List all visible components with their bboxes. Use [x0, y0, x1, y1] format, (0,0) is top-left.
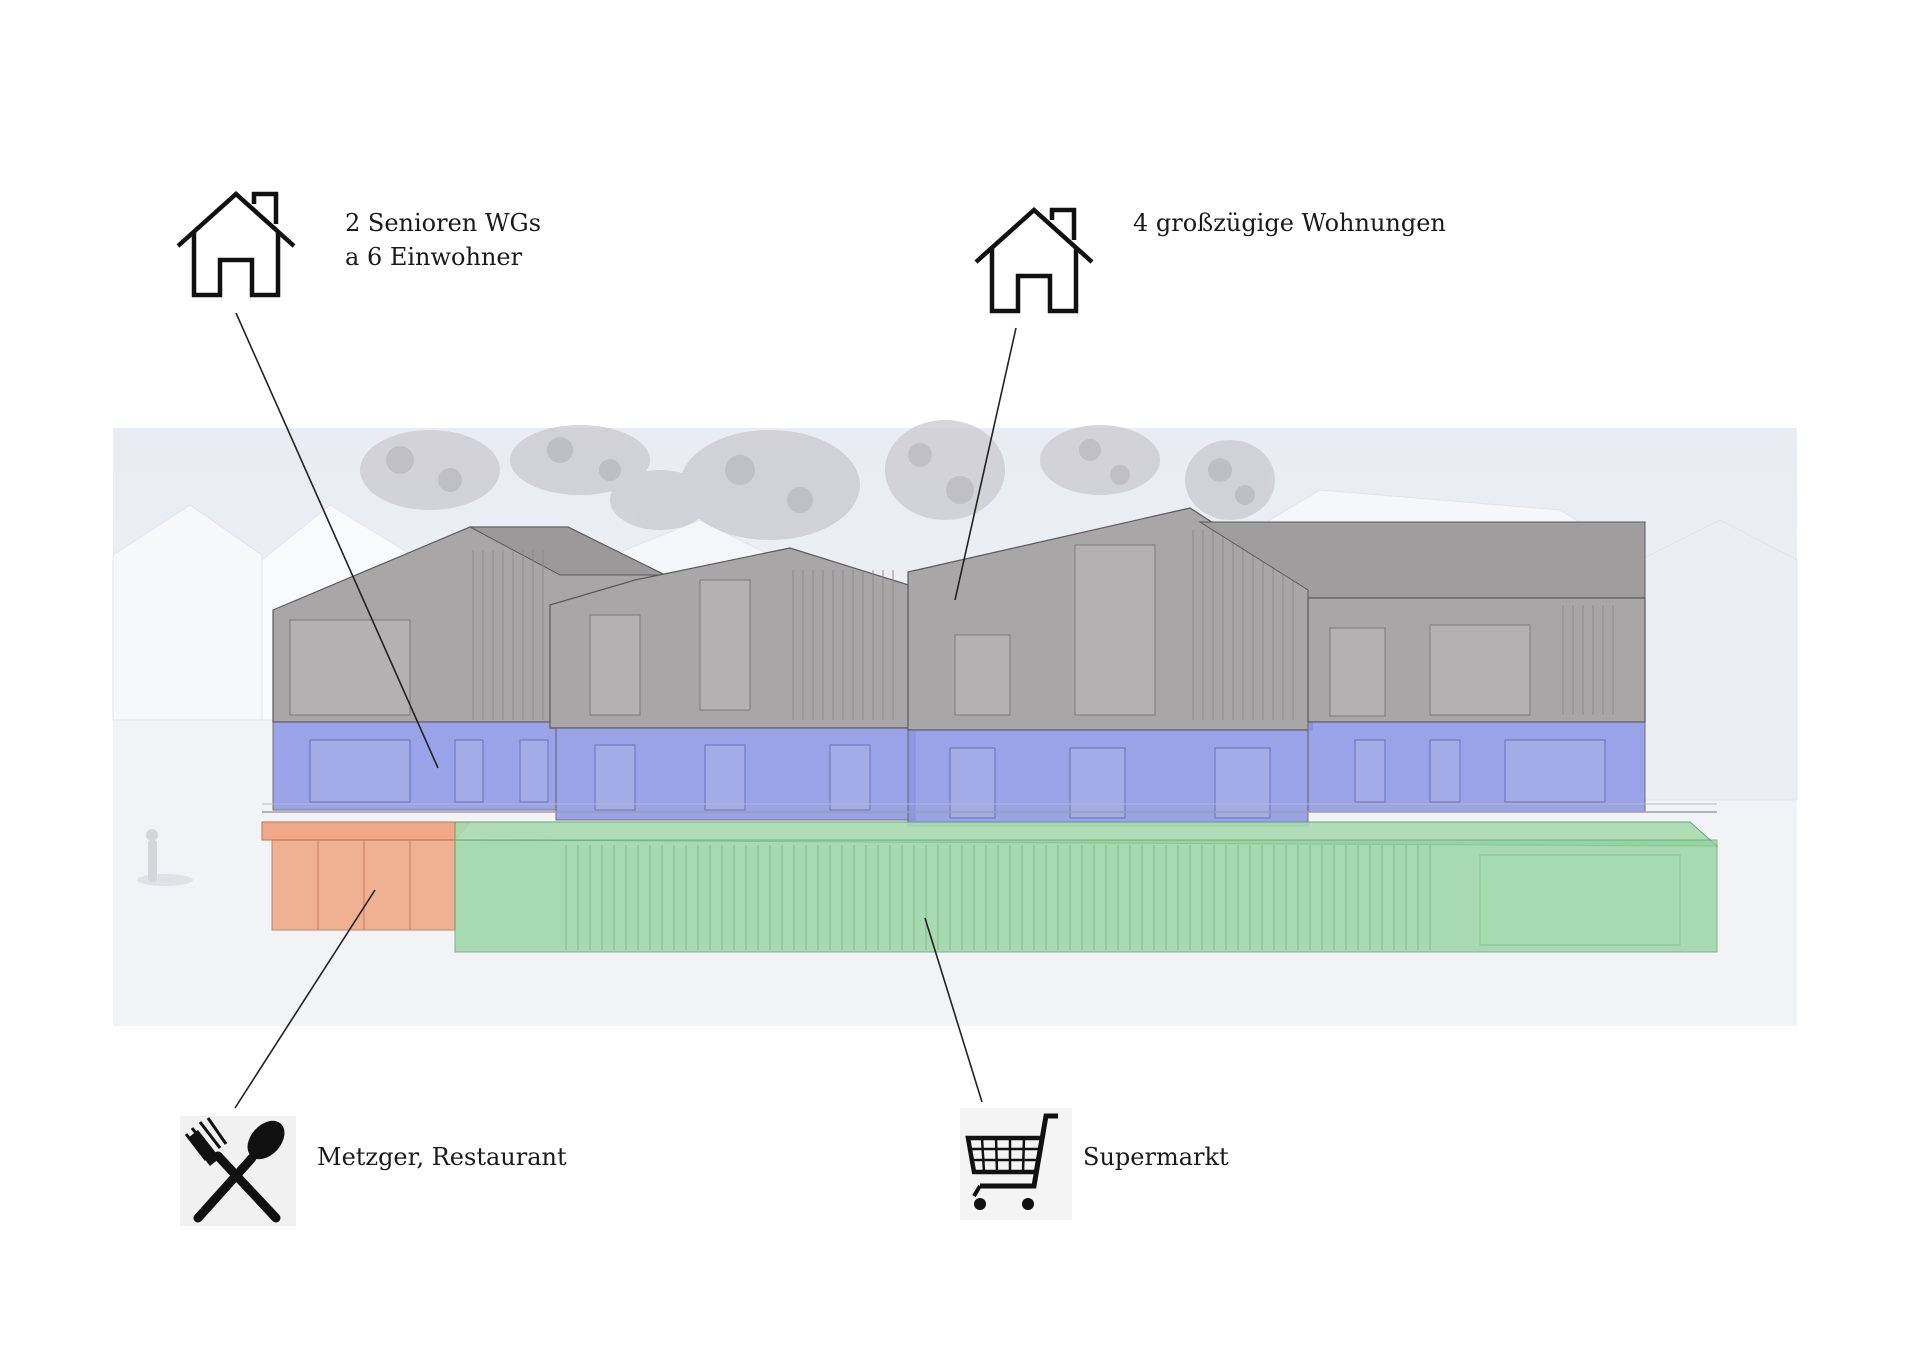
label-supermarkt: Supermarkt	[1083, 1140, 1229, 1174]
label-wohnungen-text: 4 großzügige Wohnungen	[1133, 209, 1446, 237]
leader-line-senioren	[235, 312, 439, 769]
building-section-4	[1198, 521, 1646, 813]
building-section-2	[549, 547, 916, 821]
label-metzger-restaurant: Metzger, Restaurant	[317, 1140, 567, 1174]
label-senioren-wgs: 2 Senioren WGs a 6 Einwohner	[345, 206, 541, 274]
label-metzger-text: Metzger, Restaurant	[317, 1143, 567, 1171]
label-senioren-line-1: 2 Senioren WGs	[345, 209, 542, 237]
leader-line-metzger	[234, 889, 376, 1109]
shopping-cart-icon	[960, 1108, 1072, 1220]
house-icon	[974, 206, 1094, 314]
house-icon	[176, 190, 296, 298]
fork-spoon-icon	[180, 1116, 296, 1226]
supermarket-block	[454, 821, 1719, 953]
label-senioren-line-2: a 6 Einwohner	[345, 243, 523, 271]
label-wohnungen: 4 großzügige Wohnungen	[1133, 206, 1446, 240]
butcher-restaurant-block	[261, 821, 472, 931]
label-supermarkt-text: Supermarkt	[1083, 1143, 1229, 1171]
building-section-3	[907, 507, 1313, 827]
building-section-1	[272, 526, 666, 811]
trees	[360, 420, 1275, 540]
leader-line-wohnungen	[954, 327, 1017, 601]
person-figure	[148, 840, 157, 882]
leader-lines	[234, 312, 1017, 1109]
leader-line-supermarkt	[924, 917, 983, 1103]
